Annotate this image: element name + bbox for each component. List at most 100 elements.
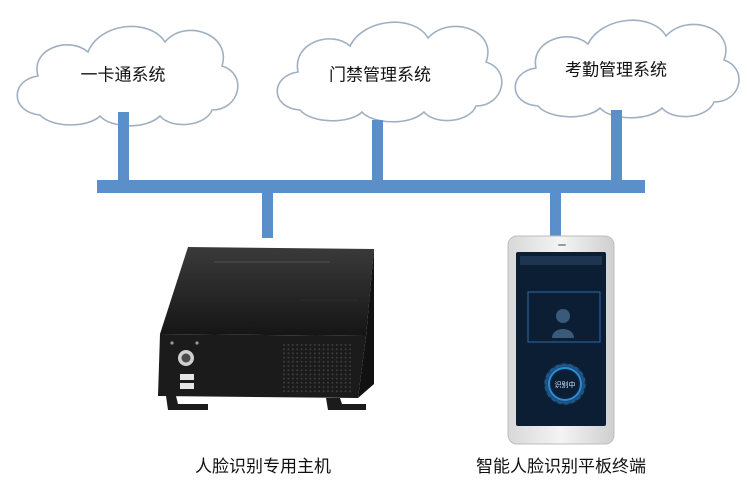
vent-hole [296, 356, 299, 359]
vent-hole [322, 348, 325, 351]
vent-hole [283, 356, 285, 359]
vent-hole [344, 365, 347, 367]
bus-drop-access [372, 120, 383, 182]
vent-hole [335, 381, 338, 384]
vent-hole [340, 369, 343, 372]
vent-hole [300, 381, 303, 384]
vent-hole [283, 373, 285, 376]
vent-hole [291, 373, 294, 376]
network-bus [97, 110, 645, 238]
vent-hole [309, 373, 312, 376]
vent-hole [344, 369, 347, 372]
vent-hole [327, 381, 329, 384]
vent-hole [327, 377, 329, 380]
vent-hole [327, 344, 329, 346]
vent-hole [327, 369, 329, 372]
vent-hole [296, 377, 299, 380]
vent-hole [340, 344, 343, 346]
cloud-shape [514, 19, 740, 119]
vent-hole [287, 381, 290, 384]
vent-hole [331, 373, 334, 376]
vent-hole [318, 344, 321, 346]
vent-hole [313, 390, 316, 393]
vent-hole [309, 356, 312, 359]
vent-hole [287, 356, 290, 359]
vent-hole [322, 386, 325, 388]
vent-hole [287, 344, 290, 346]
vent-hole [344, 386, 347, 388]
vent-hole [313, 356, 316, 359]
vent-hole [305, 365, 307, 367]
vent-hole [335, 365, 338, 367]
vent-hole [305, 390, 307, 393]
vent-hole [335, 348, 338, 351]
vent-hole [305, 356, 307, 359]
vent-hole [340, 373, 343, 376]
host-foot-right [326, 398, 366, 410]
vent-hole [331, 348, 334, 351]
vent-hole [287, 386, 290, 388]
vent-hole [318, 348, 321, 351]
bus-drop-tablet [550, 191, 561, 236]
vent-hole [340, 360, 343, 363]
led-icon [170, 341, 174, 345]
vent-hole [318, 352, 321, 355]
bus-drop-attendance [611, 110, 622, 182]
vent-hole [318, 360, 321, 363]
vent-hole [335, 386, 338, 388]
vent-hole [296, 344, 299, 346]
tablet-screen-text: 识别中 [555, 380, 576, 389]
vent-hole [291, 390, 294, 393]
vent-hole [322, 352, 325, 355]
vent-hole [296, 381, 299, 384]
vent-hole [305, 348, 307, 351]
vent-hole [344, 348, 347, 351]
cloud-label-attendance: 考勤管理系统 [565, 60, 667, 81]
vent-hole [340, 352, 343, 355]
vent-hole [309, 386, 312, 388]
vent-hole [340, 356, 343, 359]
vent-hole [335, 344, 338, 346]
bus-drop-host [262, 191, 273, 238]
vent-hole [296, 352, 299, 355]
vent-hole [300, 344, 303, 346]
vent-hole [349, 373, 351, 376]
vent-hole [349, 344, 351, 346]
vent-hole [291, 344, 294, 346]
vent-hole [349, 369, 351, 372]
host-box [158, 247, 374, 410]
vent-hole [331, 344, 334, 346]
host-front [158, 334, 366, 398]
vent-hole [283, 386, 285, 388]
vent-hole [313, 373, 316, 376]
vent-hole [335, 390, 338, 393]
vent-hole [322, 365, 325, 367]
vent-hole [300, 348, 303, 351]
vent-hole [291, 377, 294, 380]
vent-hole [300, 373, 303, 376]
host-side [358, 249, 374, 398]
vent-hole [313, 369, 316, 372]
vent-hole [335, 360, 338, 363]
vent-hole [296, 373, 299, 376]
vent-hole [313, 360, 316, 363]
vent-hole [340, 377, 343, 380]
vent-hole [309, 369, 312, 372]
vent-hole [327, 360, 329, 363]
vent-hole [305, 381, 307, 384]
vent-hole [287, 369, 290, 372]
vent-grid [283, 344, 351, 393]
vent-hole [331, 356, 334, 359]
vent-hole [287, 360, 290, 363]
vent-hole [287, 348, 290, 351]
host-top [160, 247, 374, 336]
vent-hole [305, 344, 307, 346]
vent-hole [313, 348, 316, 351]
vent-hole [344, 377, 347, 380]
vent-hole [331, 390, 334, 393]
vent-hole [340, 348, 343, 351]
face-frame [527, 291, 601, 343]
vent-hole [335, 377, 338, 380]
vent-hole [305, 386, 307, 388]
